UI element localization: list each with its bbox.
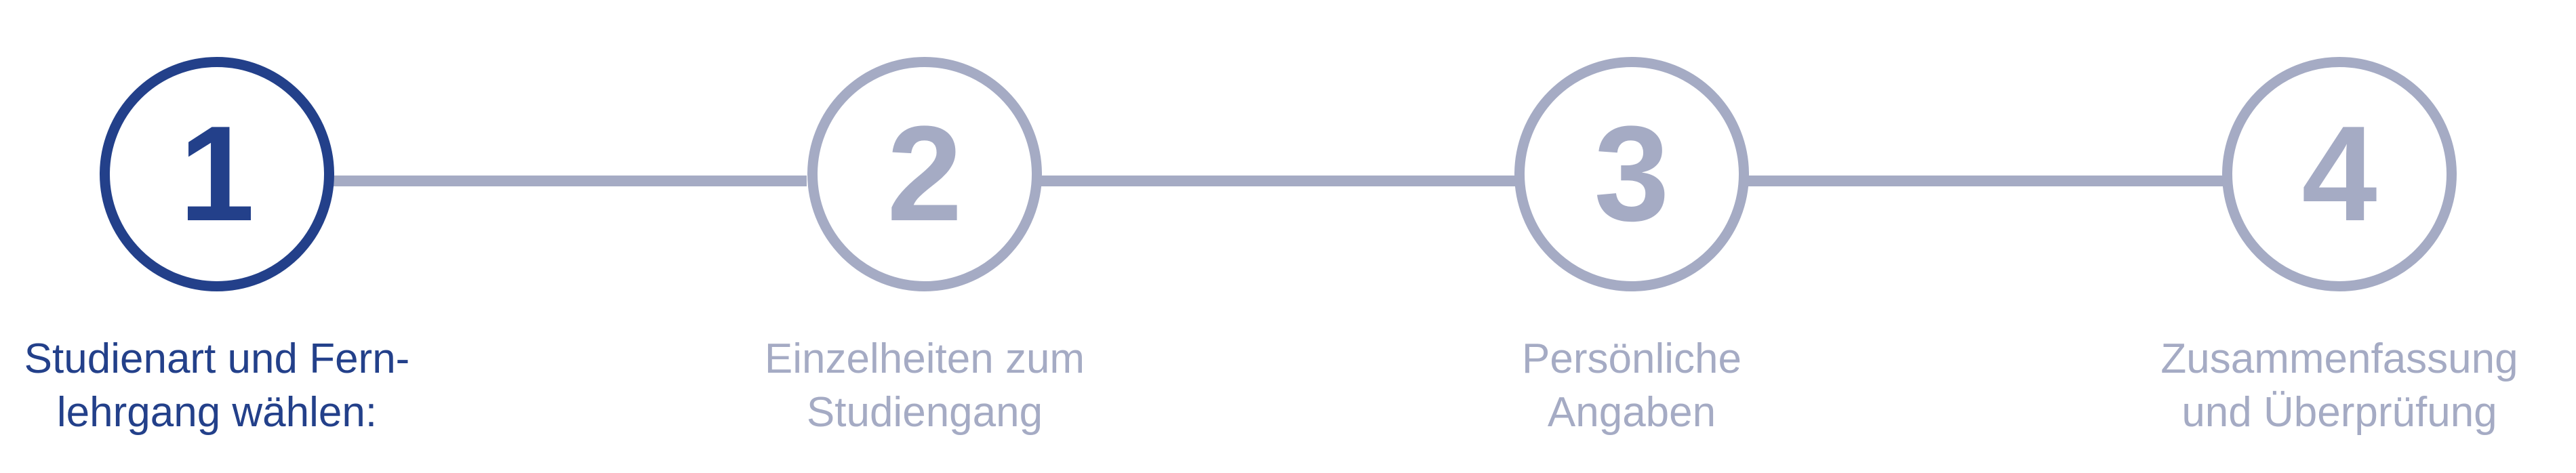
step-label: Einzelheiten zum Studiengang bbox=[687, 332, 1162, 439]
step-number: 1 bbox=[179, 98, 255, 249]
step-label: Persönliche Angaben bbox=[1394, 332, 1869, 439]
step-label-line: Zusammenfassung bbox=[2160, 335, 2518, 382]
step-label-line: Angaben bbox=[1547, 389, 1716, 436]
connector-line-3-4 bbox=[1742, 176, 2227, 186]
step-label-line: lehrgang wählen: bbox=[56, 389, 378, 436]
step-label-line: Studiengang bbox=[806, 389, 1043, 436]
step-circle: 3 bbox=[1514, 57, 1749, 291]
step-label-line: Studienart und Fern- bbox=[24, 335, 410, 382]
connector-line-2-3 bbox=[1037, 176, 1518, 186]
step-label-line: Einzelheiten zum bbox=[764, 335, 1085, 382]
step-circle: 2 bbox=[807, 57, 1042, 291]
step-label-line: Persönliche bbox=[1522, 335, 1742, 382]
step-number: 2 bbox=[887, 98, 963, 249]
step-label: Studienart und Fern- lehrgang wählen: bbox=[0, 332, 454, 439]
connector-line-1-2 bbox=[332, 176, 807, 186]
step-label-line: und Überprüfung bbox=[2181, 389, 2497, 436]
step-circle: 1 bbox=[100, 57, 334, 291]
step-number: 3 bbox=[1594, 98, 1670, 249]
step-label: Zusammenfassung und Überprüfung bbox=[2102, 332, 2576, 439]
step-number: 4 bbox=[2301, 98, 2377, 249]
step-circle: 4 bbox=[2222, 57, 2457, 291]
